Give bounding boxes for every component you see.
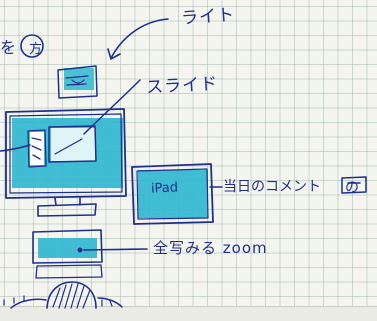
monitor-icon xyxy=(5,108,127,199)
tablet-icon xyxy=(131,163,214,225)
tablet-label: iPad xyxy=(150,180,179,197)
side-pointer xyxy=(0,144,31,152)
light-arrow-head xyxy=(107,48,121,60)
edge-fragment: の xyxy=(345,180,360,196)
slide-label: スライド xyxy=(145,74,219,98)
top-left-fragment: を方 xyxy=(0,38,44,57)
notebook-edge xyxy=(0,306,377,321)
circled-character: 方 xyxy=(29,42,44,57)
monitor-stand xyxy=(37,197,97,217)
person-icon xyxy=(3,281,123,309)
zoom-pointer xyxy=(83,248,148,251)
light-label: ライト xyxy=(180,5,236,29)
slide-pointer xyxy=(83,79,141,135)
circled-mark xyxy=(20,34,44,58)
edge-icon xyxy=(341,176,367,194)
light-icon xyxy=(57,65,98,99)
zoom-label: 全写みる zoom xyxy=(153,239,268,257)
light-arrow xyxy=(110,18,169,59)
comment-label: 当日のコメント xyxy=(223,179,321,195)
laptop-icon xyxy=(32,229,103,279)
